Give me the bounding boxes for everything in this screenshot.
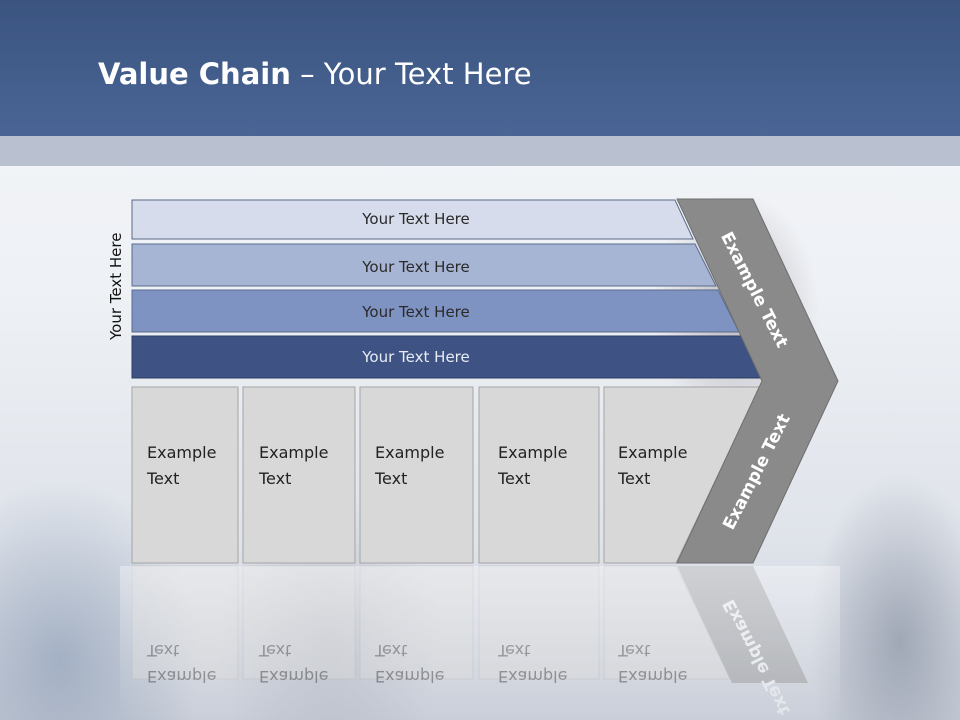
column-2 — [242, 386, 356, 564]
column-4 — [478, 386, 600, 564]
column-3-line2: Text — [374, 469, 407, 488]
column-4-line1: Example — [498, 443, 567, 462]
bar-3-label: Your Text Here — [361, 303, 469, 321]
column-5-line2: Text — [617, 469, 650, 488]
bar-1-label: Your Text Here — [361, 210, 469, 228]
column-3 — [359, 386, 474, 564]
column-1-line1: Example — [147, 443, 216, 462]
column-1-line2: Text — [146, 469, 179, 488]
chevron-arrow — [676, 198, 839, 564]
title-rest: – Your Text Here — [290, 57, 532, 91]
title-band — [0, 0, 960, 136]
column-2-line2: Text — [258, 469, 291, 488]
bar-1 — [131, 199, 694, 240]
columns-group: Example Text Example Text Example Text E… — [131, 386, 761, 564]
bar-4-label: Your Text Here — [361, 348, 469, 366]
bar-2 — [131, 243, 717, 287]
column-1 — [131, 386, 239, 564]
column-2-line1: Example — [259, 443, 328, 462]
column-4-line2: Text — [497, 469, 530, 488]
column-5-line1: Example — [618, 443, 687, 462]
column-3-line1: Example — [375, 443, 444, 462]
reflection-fade — [120, 566, 840, 720]
sub-band — [0, 136, 960, 166]
page-title: Value Chain – Your Text Here — [98, 52, 532, 96]
title-bold: Value Chain — [98, 57, 291, 91]
bars-group: Your Text Here Your Text Here Your Text … — [131, 199, 764, 379]
bar-2-label: Your Text Here — [361, 258, 469, 276]
column-5 — [603, 386, 761, 564]
